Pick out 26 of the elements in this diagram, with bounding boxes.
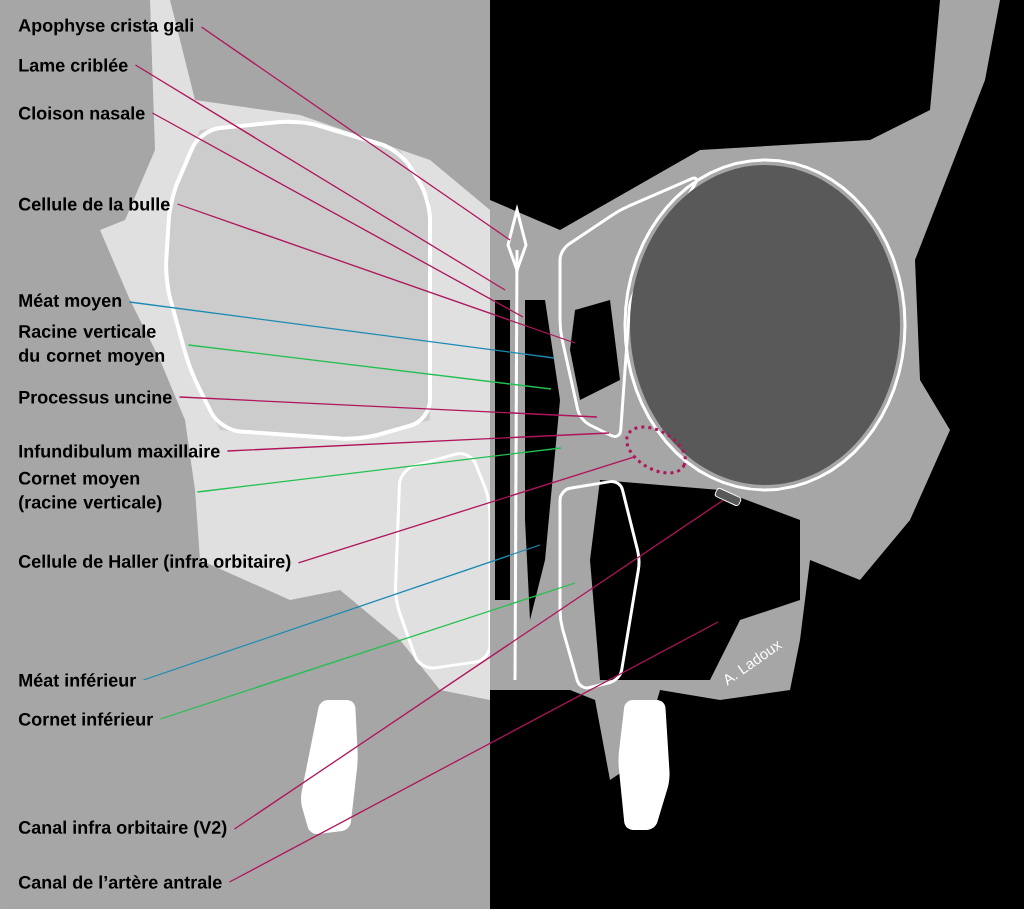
leader-line (196, 447, 562, 493)
leader-line (187, 344, 552, 390)
leader-line (142, 544, 541, 681)
leader-line (176, 203, 576, 344)
anatomy-label: Lame criblée (19, 58, 128, 72)
anatomy-label: Infundibulum maxillaire (19, 444, 220, 458)
anatomy-label: Canal infra orbitaire (V2) (18, 820, 227, 838)
canal-shape (714, 487, 742, 507)
leader-line (178, 396, 598, 418)
leader-line (226, 432, 610, 452)
anatomy-label: Cornet inférieur (18, 712, 153, 726)
anatomy-label: Cloison nasale (18, 106, 145, 120)
leader-line (228, 621, 719, 883)
anatomy-label: Cellule de Haller (infra orbitaire) (18, 554, 291, 572)
anatomy-label: Processus uncine (19, 390, 172, 404)
anatomy-label: Racine verticale du cornet moyen (18, 324, 165, 366)
anatomy-label: Canal de l’artère antrale (18, 875, 222, 889)
anatomy-label: Méat inférieur (19, 673, 136, 687)
leader-line (200, 26, 511, 241)
anatomy-label: Apophyse crista gali (18, 18, 193, 36)
anatomy-label: Cornet moyen (racine verticale) (18, 471, 162, 513)
anatomy-label: Cellule de la bulle (18, 197, 170, 211)
leader-line (159, 582, 576, 720)
anatomy-label: Méat moyen (19, 293, 122, 311)
leader-line (297, 456, 634, 564)
leader-line (134, 64, 506, 291)
